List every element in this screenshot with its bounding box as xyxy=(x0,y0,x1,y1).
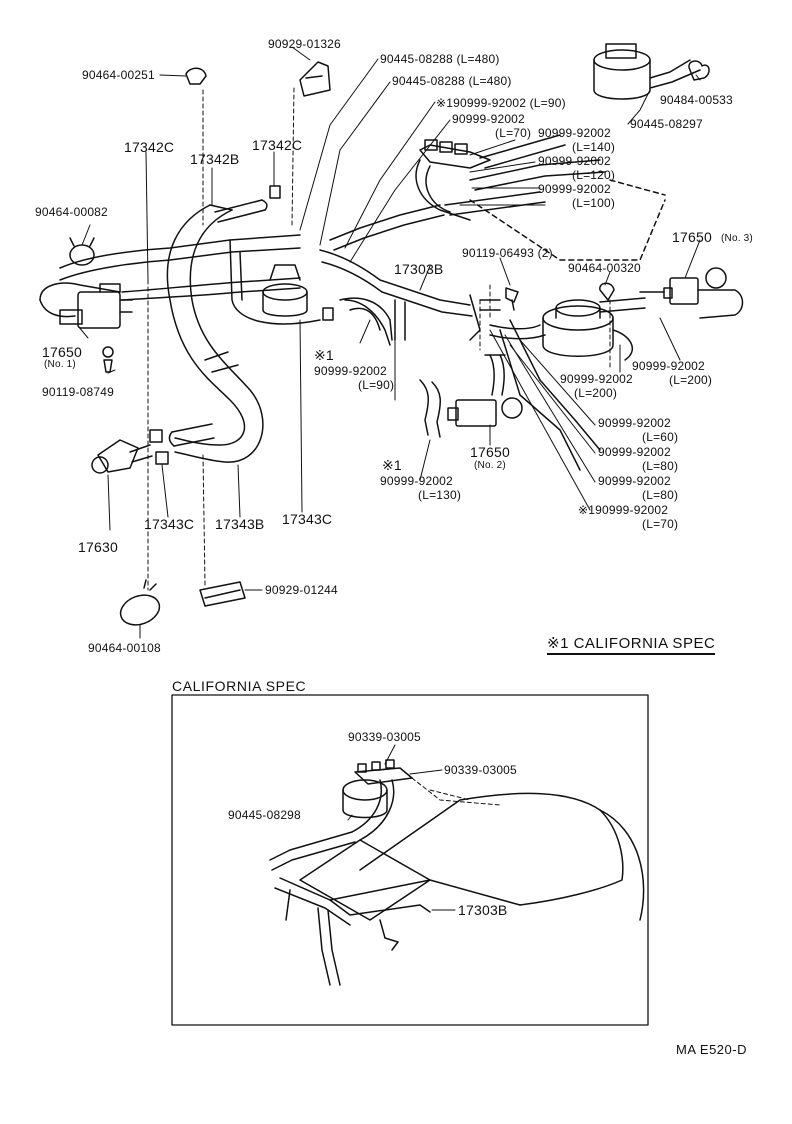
clip-90464-00251 xyxy=(186,68,206,84)
inset-label-90445-08298: 90445-08298 xyxy=(228,808,301,822)
label-17650-no1: 17650 xyxy=(42,344,82,360)
gasket-90464-00108 xyxy=(116,580,163,630)
clip-90484-00533 xyxy=(689,61,709,80)
hose-17342c-top xyxy=(215,200,267,222)
label-90999-92002-l200a: 90999-92002 xyxy=(560,372,633,386)
clamp-90464-00320 xyxy=(600,283,614,300)
california-spec-note: ※1 CALIFORNIA SPEC xyxy=(547,634,716,655)
label-17303b: 17303B xyxy=(394,261,444,277)
label-90445-08297: 90445-08297 xyxy=(630,117,703,131)
vsv-no2 xyxy=(448,355,522,426)
leader-lines xyxy=(78,47,700,638)
label-17630: 17630 xyxy=(78,539,118,555)
reference-code: MA E520-D xyxy=(676,1042,747,1057)
label-90999-92002-l140: 90999-92002 xyxy=(538,126,611,140)
label-17650-no3: 17650 xyxy=(672,229,712,245)
label-90999-92002-l120: 90999-92002 xyxy=(538,154,611,168)
label-90929-01244: 90929-01244 xyxy=(265,583,338,597)
bracket-90929-01244 xyxy=(200,582,245,606)
label-90999-92002-l90: 90999-92002 xyxy=(314,364,387,378)
label-90999-92002-l80b-len: (L=80) xyxy=(642,488,679,502)
label-17342c-right: 17342C xyxy=(252,137,303,153)
hoses-right xyxy=(490,298,645,470)
intake-outline xyxy=(470,180,665,260)
label-90999-92002-l80a-len: (L=80) xyxy=(642,459,679,473)
hose-17343c-lower xyxy=(150,424,214,464)
bracket-90929-01326 xyxy=(300,62,330,96)
canister-center xyxy=(263,265,307,316)
label-90999-92002-l70-star-len: (L=70) xyxy=(642,517,679,531)
dashed-leaders xyxy=(148,88,610,590)
main-hose-17342b xyxy=(167,205,262,462)
label-90999-92002-l90-len: (L=90) xyxy=(358,378,395,392)
label-90999-92002-l60-len: (L=60) xyxy=(642,430,679,444)
label-90999-92002-l130-len: (L=130) xyxy=(418,488,462,502)
label-90999-92002-l80b: 90999-92002 xyxy=(598,474,671,488)
label-17342c-left: 17342C xyxy=(124,139,175,155)
inset-title: CALIFORNIA SPEC xyxy=(172,678,307,694)
label-90119-06493: 90119-06493 (2) xyxy=(462,246,553,260)
label-90999-92002-l130: 90999-92002 xyxy=(380,474,453,488)
label-90999-92002-l200a-len: (L=200) xyxy=(574,386,618,400)
label-90999-92002-l90-star: ※190999-92002 (L=90) xyxy=(436,96,566,110)
label-90999-92002-l200b: 90999-92002 xyxy=(632,359,705,373)
label-90445-08288-a: 90445-08288 (L=480) xyxy=(380,52,500,66)
vsv-no3 xyxy=(640,268,743,318)
label-90999-92002-l80a: 90999-92002 xyxy=(598,445,671,459)
label-17650-no1-sub: (No. 1) xyxy=(44,359,76,370)
vsv-no1 xyxy=(40,283,132,372)
label-90999-92002-l60: 90999-92002 xyxy=(598,416,671,430)
throttle-diaphragm xyxy=(543,300,632,360)
label-90464-00320: 90464-00320 xyxy=(568,261,641,275)
label-17650-no2: 17650 xyxy=(470,444,510,460)
label-90484-00533: 90484-00533 xyxy=(660,93,733,107)
label-90999-92002-l70-star: ※190999-92002 xyxy=(578,503,669,517)
inset-label-90339-03005-b: 90339-03005 xyxy=(444,763,517,777)
inset-label-90339-03005-a: 90339-03005 xyxy=(348,730,421,744)
label-90999-92002-l70: 90999-92002 xyxy=(452,112,525,126)
label-17650-no2-sub: (No. 2) xyxy=(474,460,506,471)
label-90929-01326: 90929-01326 xyxy=(268,37,341,51)
hose-l90-california xyxy=(345,300,440,437)
inset-drawing xyxy=(270,760,644,985)
label-17343b: 17343B xyxy=(215,516,265,532)
label-90999-92002-l200b-len: (L=200) xyxy=(669,373,713,387)
inset-frame xyxy=(172,695,648,1025)
vsv-block-top xyxy=(416,135,605,220)
label-star1-b: ※1 xyxy=(382,457,402,473)
label-17342b: 17342B xyxy=(190,151,240,167)
charcoal-canister xyxy=(594,44,700,99)
pipe-bundle-left xyxy=(60,235,320,324)
vacuum-switch-17630 xyxy=(92,440,152,473)
label-90999-92002-l140-len: (L=140) xyxy=(572,140,616,154)
label-90999-92002-l120-len: (L=120) xyxy=(572,168,616,182)
label-star1-a: ※1 xyxy=(314,347,334,363)
label-17650-no3-sub: (No. 3) xyxy=(721,233,753,244)
label-90445-08288-b: 90445-08288 (L=480) xyxy=(392,74,512,88)
label-90999-92002-l100-len: (L=100) xyxy=(572,196,616,210)
inset-label-17303b: 17303B xyxy=(458,902,508,918)
label-90119-08749: 90119-08749 xyxy=(42,385,115,399)
label-17343c-a: 17343C xyxy=(144,516,195,532)
label-90464-00082: 90464-00082 xyxy=(35,205,108,219)
label-90464-00108: 90464-00108 xyxy=(88,641,161,655)
label-90999-92002-l100: 90999-92002 xyxy=(538,182,611,196)
label-90999-92002-l70-len: (L=70) xyxy=(495,126,532,140)
small-clips xyxy=(270,186,518,320)
inset-leaders xyxy=(348,745,455,910)
label-17343c-b: 17343C xyxy=(282,511,333,527)
label-90464-00251: 90464-00251 xyxy=(82,68,155,82)
